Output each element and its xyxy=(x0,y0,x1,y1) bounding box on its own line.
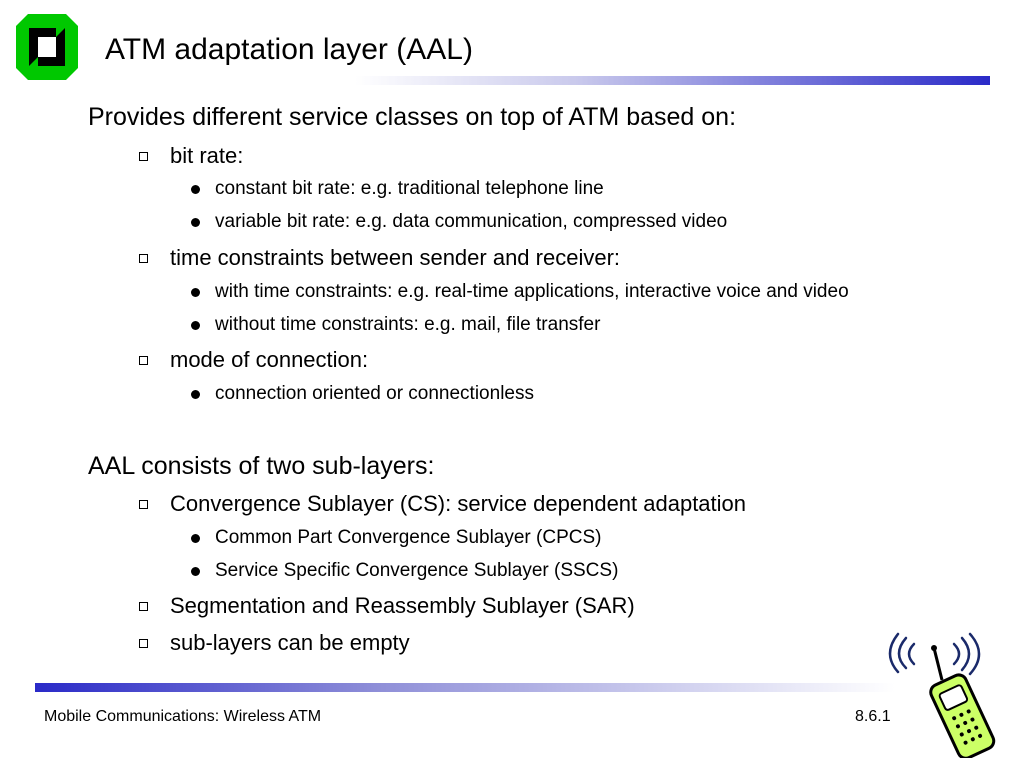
section-heading: AAL consists of two sub-layers: xyxy=(88,452,435,480)
sub-bullet-item: Service Specific Convergence Sublayer (S… xyxy=(215,560,619,581)
bullet-item: time constraints between sender and rece… xyxy=(170,245,621,270)
sub-bullet-item: variable bit rate: e.g. data communicati… xyxy=(215,211,728,232)
mobile-phone-clipart-icon xyxy=(888,632,996,758)
round-bullet-icon xyxy=(191,534,200,543)
title-underline-bar xyxy=(355,76,990,85)
round-bullet-icon xyxy=(191,185,200,194)
square-bullet-icon xyxy=(139,602,148,611)
bullet-item: bit rate: xyxy=(170,143,244,168)
round-bullet-icon xyxy=(191,567,200,576)
round-bullet-icon xyxy=(191,218,200,227)
round-bullet-icon xyxy=(191,288,200,297)
round-bullet-icon xyxy=(191,390,200,399)
square-bullet-icon xyxy=(139,356,148,365)
sub-bullet-item: constant bit rate: e.g. traditional tele… xyxy=(215,178,604,199)
bullet-item: Convergence Sublayer (CS): service depen… xyxy=(170,491,747,516)
section-heading: Provides different service classes on to… xyxy=(88,103,737,131)
footer-bar xyxy=(35,683,895,692)
slide-number: 8.6.1 xyxy=(855,708,891,725)
bullet-item: sub-layers can be empty xyxy=(170,630,410,655)
slide-title: ATM adaptation layer (AAL) xyxy=(105,33,473,66)
bullet-item: Segmentation and Reassembly Sublayer (SA… xyxy=(170,593,635,618)
round-bullet-icon xyxy=(191,321,200,330)
bullet-item: mode of connection: xyxy=(170,347,369,372)
square-bullet-icon xyxy=(139,152,148,161)
square-bullet-icon xyxy=(139,254,148,263)
square-bullet-icon xyxy=(139,500,148,509)
sub-bullet-item: Common Part Convergence Sublayer (CPCS) xyxy=(215,527,602,548)
sub-bullet-item: connection oriented or connectionless xyxy=(215,383,534,404)
footer-course-title: Mobile Communications: Wireless ATM xyxy=(44,708,322,725)
university-logo-icon xyxy=(16,14,78,80)
sub-bullet-item: without time constraints: e.g. mail, fil… xyxy=(215,314,601,335)
sub-bullet-item: with time constraints: e.g. real-time ap… xyxy=(215,281,849,302)
square-bullet-icon xyxy=(139,639,148,648)
